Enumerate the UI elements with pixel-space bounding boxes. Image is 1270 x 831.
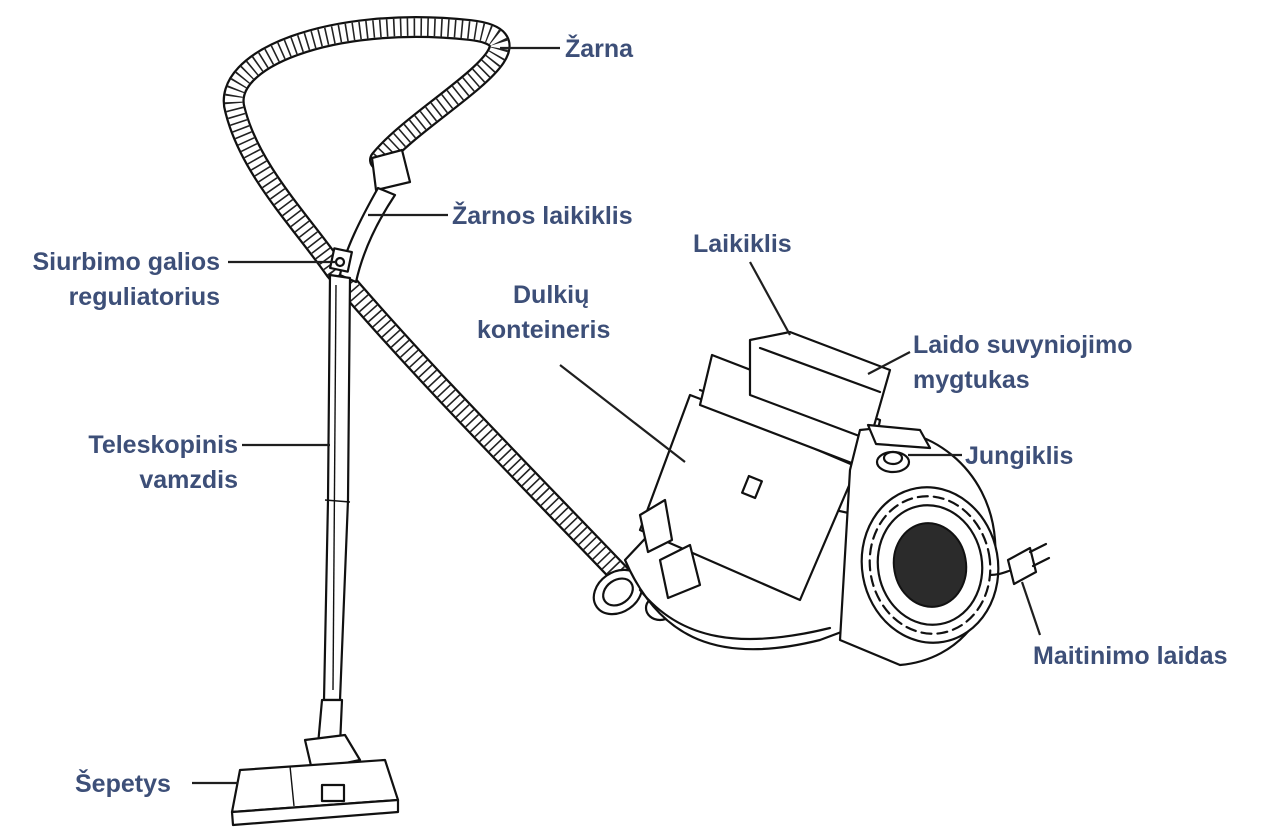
label-siurbimo-line2: reguliatorius [69, 283, 220, 311]
leader-laikiklis [749, 261, 791, 336]
leader-maitinimo [1020, 581, 1042, 636]
power-switch [875, 450, 911, 474]
leader-dulkiu [559, 364, 686, 463]
cord-rewind-button [866, 423, 932, 450]
power-plug [988, 542, 1051, 586]
label-maitinimo: Maitinimo laidas [1033, 642, 1227, 670]
label-siurbimo-line1: Siurbimo galios [32, 248, 220, 276]
label-sepetys: Šepetys [75, 768, 171, 798]
label-teleskopinis-line2: vamzdis [139, 466, 238, 494]
leader-lines [192, 46, 1042, 785]
label-zarna: Žarna [565, 33, 634, 63]
hose [222, 16, 641, 596]
telescopic-tube [316, 273, 352, 747]
label-dulkiu-line1: Dulkių [513, 281, 589, 309]
floor-brush [230, 733, 400, 827]
label-laido-line2: mygtukas [913, 366, 1030, 394]
label-laido-line1: Laido suvyniojimo [913, 331, 1132, 359]
exhaust-grille [860, 486, 1000, 644]
label-teleskopinis-line1: Teleskopinis [88, 431, 238, 459]
label-zarnos-laikiklis: Žarnos laikiklis [452, 200, 633, 230]
label-dulkiu-line2: konteineris [477, 316, 610, 344]
vacuum-body [592, 330, 1000, 667]
labels: Žarna Žarnos laikiklis Siurbimo galios r… [32, 33, 1227, 798]
leader-laido [867, 351, 911, 375]
hose-holder-handle [329, 148, 412, 284]
label-jungiklis: Jungiklis [965, 442, 1073, 470]
label-laikiklis: Laikiklis [693, 230, 792, 258]
